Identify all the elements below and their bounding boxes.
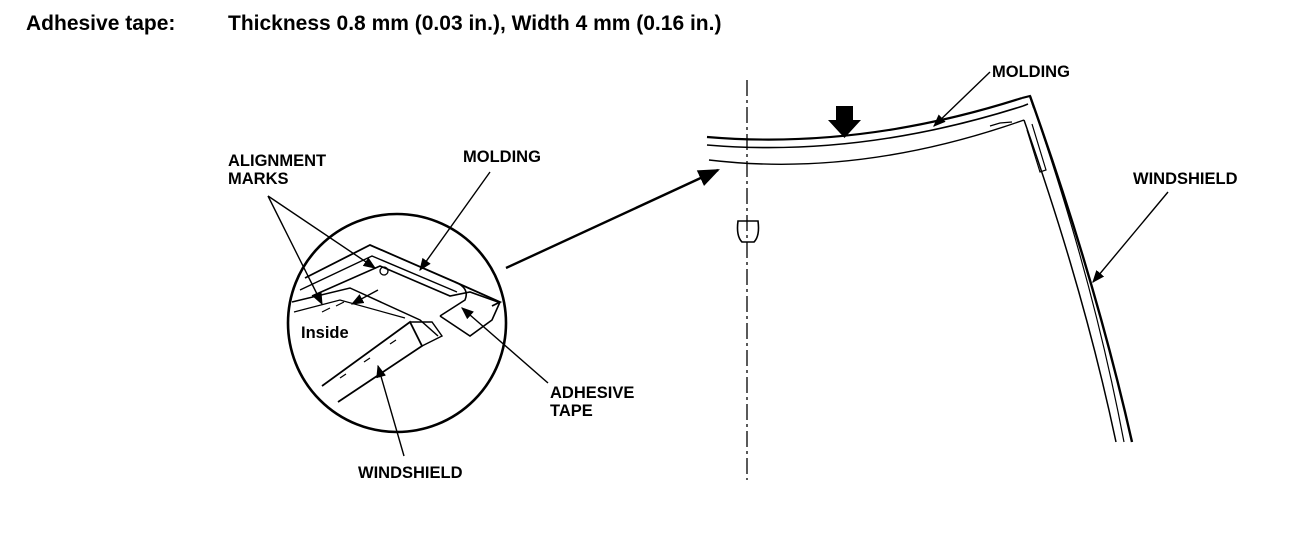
detail-circle xyxy=(286,212,508,434)
press-down-arrow-icon xyxy=(828,106,861,138)
label-alignment-marks: ALIGNMENT MARKS xyxy=(228,152,327,188)
label-molding-detail: MOLDING xyxy=(463,148,541,166)
label-molding-main: MOLDING xyxy=(992,63,1070,81)
header-spec: Thickness 0.8 mm (0.03 in.), Width 4 mm … xyxy=(228,12,722,35)
windshield-outline xyxy=(706,80,1134,480)
leader-lines xyxy=(267,71,1169,457)
label-windshield-detail: WINDSHIELD xyxy=(358,464,463,482)
alignment-mark xyxy=(379,266,389,276)
label-adhesive-tape: ADHESIVE TAPE xyxy=(550,384,635,420)
label-inside: Inside xyxy=(301,324,349,342)
page-header: Adhesive tape: Thickness 0.8 mm (0.03 in.… xyxy=(26,12,721,36)
detail-connector-arrow xyxy=(505,168,720,270)
label-windshield-main: WINDSHIELD xyxy=(1133,170,1238,188)
header-label: Adhesive tape: xyxy=(26,12,176,35)
